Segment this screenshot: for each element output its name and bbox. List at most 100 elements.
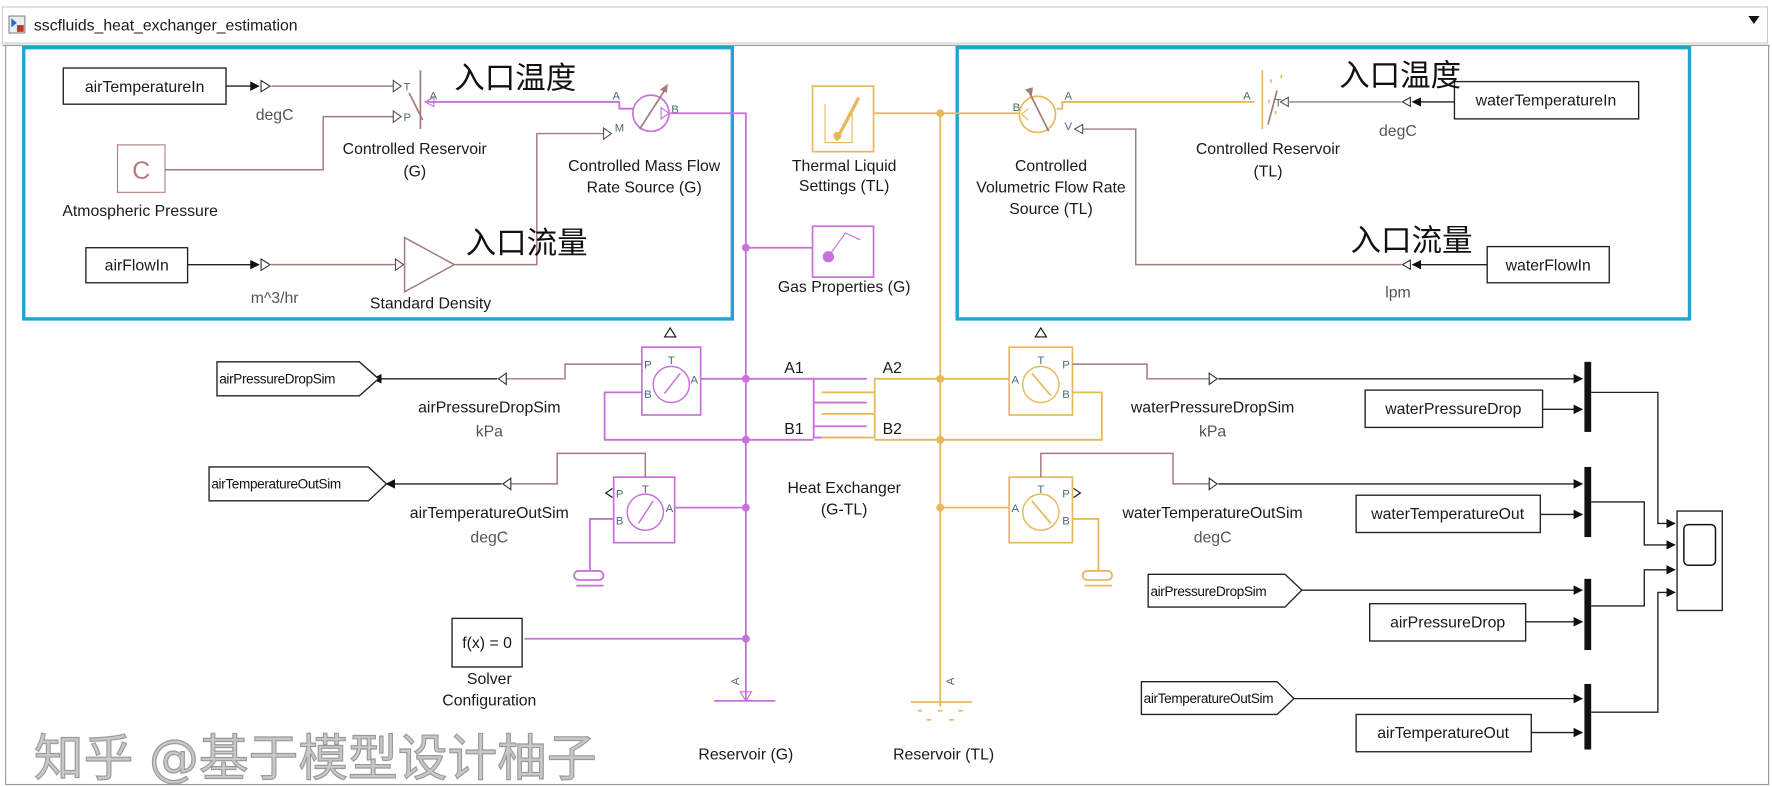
water-temp-out-unit: degC [1194,530,1232,547]
water-pressure-drop-label: waterPressureDrop [1384,401,1521,418]
from-tag-label: airPressureDropSim [1150,584,1266,599]
water-temperature-out-label: waterTemperatureOut [1370,506,1525,523]
port-b: B [616,516,624,528]
air-temperature-out-sim-label: airTemperatureOutSim [410,505,569,522]
vol-flow-label: Controlled [1015,158,1087,175]
reservoir-tl[interactable]: A [910,677,972,721]
port-p: P [1062,488,1070,500]
controlled-reservoir-g-label: Controlled Reservoir [343,141,487,158]
port-p: P [644,360,652,372]
port-b: B [644,389,652,401]
atmospheric-pressure-block[interactable]: C [116,144,166,193]
annotation-water-inlet-temp: 入口温度 [1339,59,1461,94]
controlled-reservoir-g-label2: (G) [403,164,426,181]
port-b: B [671,104,679,116]
port-m: M [615,122,624,134]
water-pressure-drop-block[interactable]: waterPressureDrop [1364,389,1544,429]
water-pressure-unit: kPa [1199,423,1226,440]
heat-exchanger-block[interactable]: A1 A2 B1 B2 [745,360,941,439]
port-b1: B1 [784,421,804,438]
vol-flow-label3: Source (TL) [1009,201,1092,218]
water-flow-in-block[interactable]: waterFlowIn [1486,245,1610,284]
controlled-reservoir-g[interactable]: T P A [403,70,437,130]
mux-blocks[interactable] [1584,361,1592,750]
tl-settings-label2: Settings (TL) [799,178,890,195]
air-temperature-in-block[interactable]: airTemperatureIn [62,67,227,105]
water-inlet-highlight [955,45,1692,321]
air-temperature-sensor[interactable]: P B A T [604,476,676,544]
standard-density-gain[interactable] [403,236,456,294]
heat-exchanger-label2: (G-TL) [821,501,868,518]
from-tag-label: airTemperatureOutSim [1144,691,1274,706]
goto-air-temperature-out-sim[interactable]: airTemperatureOutSim [208,466,388,502]
constant-symbol: C [132,157,150,185]
port-a: A [1011,503,1019,515]
water-temperature-in-block[interactable]: waterTemperatureIn [1453,80,1640,120]
port-t: T [1037,355,1044,367]
port-a: A [666,503,674,515]
air-pressure-drop-label: airPressureDrop [1390,614,1505,631]
port-v: V [1065,121,1073,133]
air-pressure-drop-block[interactable]: airPressureDrop [1369,603,1527,642]
from-air-pressure-drop-sim[interactable]: airPressureDropSim [1147,573,1303,608]
water-temperature-sensor[interactable]: A P B T [1008,476,1082,544]
water-pressure-drop-sim-label: waterPressureDropSim [1130,400,1294,417]
goto-air-pressure-drop-sim[interactable]: airPressureDropSim [216,361,380,397]
air-pressure-sensor[interactable]: P B A T [641,326,702,416]
air-temperature-out-block[interactable]: airTemperatureOut [1355,713,1532,753]
chevron-down-icon[interactable] [1748,16,1760,24]
port-a: A [613,91,621,103]
air-flow-in-label: airFlowIn [105,257,169,274]
port-a: A [429,91,437,103]
solver-label: Solver [467,671,512,688]
gas-properties-block[interactable] [811,225,875,278]
port-a: A [690,374,698,386]
solver-expression: f(x) = 0 [462,635,512,652]
annotation-air-inlet-flow: 入口流量 [466,226,588,261]
port-t: T [668,355,675,367]
reservoir-g-label: Reservoir (G) [698,747,793,764]
tl-ground-icon [1081,570,1113,587]
annotation-water-inlet-flow: 入口流量 [1350,224,1472,259]
port-a: A [730,677,742,685]
controlled-mass-flow-source-g[interactable]: A B M [613,83,679,134]
air-temperature-out-label: airTemperatureOut [1377,725,1509,742]
port-b2: B2 [883,421,902,438]
port-a1: A1 [784,360,804,377]
atmospheric-pressure-label: Atmospheric Pressure [62,203,218,220]
port-b: B [1062,516,1070,528]
port-p: P [616,488,624,500]
air-temp-out-unit: degC [470,530,508,547]
air-flow-in-block[interactable]: airFlowIn [85,247,189,284]
gas-ground-icon [573,570,605,587]
title-bar: sscfluids_heat_exchanger_estimation [1,6,1770,786]
mass-flow-label: Controlled Mass Flow [568,158,721,175]
water-temperature-in-label: waterTemperatureIn [1475,92,1617,109]
thermal-liquid-settings-block[interactable] [811,85,875,153]
solver-configuration-block[interactable]: f(x) = 0 [451,617,523,668]
water-temperature-out-block[interactable]: waterTemperatureOut [1355,494,1542,534]
water-pressure-sensor[interactable]: A P B T [1008,326,1074,416]
air-temperature-in-label: airTemperatureIn [85,79,205,96]
water-temperature-out-sim-label: waterTemperatureOutSim [1122,505,1303,522]
port-a2: A2 [883,360,902,377]
from-air-temperature-out-sim[interactable]: airTemperatureOutSim [1140,680,1295,716]
air-pressure-drop-sim-label: airPressureDropSim [418,400,560,417]
port-b: B [1013,102,1021,114]
port-t: T [403,82,410,94]
port-t: T [1275,97,1282,109]
scope-block[interactable] [1676,510,1723,612]
controlled-volumetric-flow-source-tl[interactable]: B A V [1013,87,1073,134]
controlled-reservoir-tl[interactable]: A T [1243,70,1283,130]
reservoir-g[interactable]: A [714,677,776,702]
port-t: T [1037,484,1044,496]
port-p: P [1062,360,1070,372]
goto-tag-label: airPressureDropSim [219,371,335,386]
standard-density-label: Standard Density [370,296,491,313]
port-a: A [1011,374,1019,386]
controlled-reservoir-tl-label2: (TL) [1253,164,1282,181]
mass-flow-label2: Rate Source (G) [587,179,702,196]
heat-exchanger-label: Heat Exchanger [787,480,900,497]
controlled-reservoir-tl-label: Controlled Reservoir [1196,141,1340,158]
